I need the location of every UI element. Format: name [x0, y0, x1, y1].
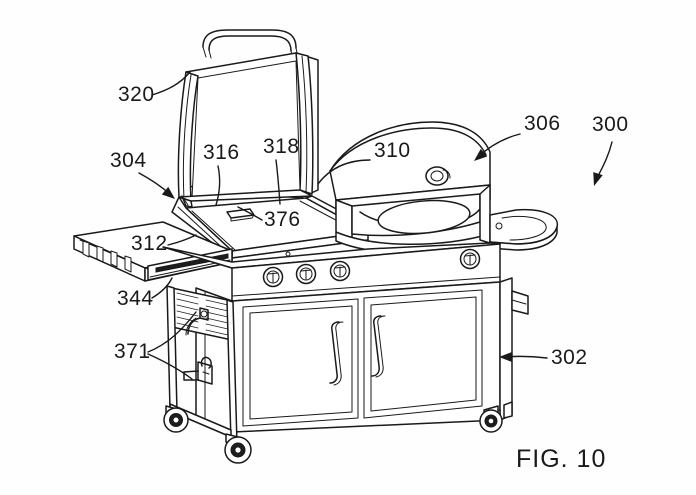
gas-regulator-valve — [185, 307, 209, 336]
pizza-oven-module — [329, 121, 491, 254]
leader-line-310 — [317, 159, 371, 185]
leg-rear-right — [503, 401, 513, 419]
lid-inner-panel — [191, 60, 301, 199]
leader-line-376 — [237, 206, 263, 221]
shelf-tool-hooks — [82, 240, 132, 273]
lower-valve-assembly — [183, 356, 213, 385]
leader-line-344 — [151, 277, 173, 299]
right-cabinet-door[interactable] — [363, 289, 483, 419]
reference-numeral-318: 318 — [263, 135, 300, 158]
reference-numeral-304: 304 — [110, 149, 147, 172]
right-shelf-bolt — [495, 222, 503, 230]
reference-numeral-320: 320 — [118, 83, 155, 106]
griddle-lid-assembly — [177, 29, 319, 208]
oven-vent-port — [425, 166, 451, 186]
left-cabinet-door[interactable] — [242, 298, 359, 427]
caster-rear-left — [163, 405, 189, 433]
reference-numeral-layer: 300 306 310 320 304 316 318 376 312 344 371 302 — [110, 83, 629, 369]
caster-front-left — [224, 433, 252, 464]
reference-numeral-344: 344 — [117, 287, 154, 310]
leader-line-316 — [215, 165, 221, 206]
leader-line-371-b — [147, 353, 193, 380]
right-shelf-edge — [489, 226, 558, 251]
reference-numeral-316: 316 — [203, 141, 240, 164]
leader-arrow-304 — [161, 186, 175, 199]
reference-numeral-302: 302 — [551, 346, 588, 369]
reference-leader-layer — [138, 71, 613, 380]
leader-line-371 — [147, 311, 197, 353]
leader-line-312 — [167, 234, 197, 246]
cabinet-right-face — [499, 277, 513, 421]
reference-numeral-300: 300 — [592, 113, 629, 136]
leader-line-318 — [275, 159, 281, 205]
caster-front-right — [479, 405, 503, 433]
right-side-shelf — [489, 208, 558, 251]
figure-caption: FIG. 10 — [516, 445, 606, 473]
oven-dome-hood — [329, 121, 491, 201]
burner-knob-1[interactable] — [262, 266, 284, 288]
oven-side-knob[interactable] — [459, 248, 481, 270]
leader-line-320 — [151, 71, 191, 96]
louvered-vent-panel — [171, 287, 233, 385]
reference-numeral-306: 306 — [524, 112, 561, 135]
reference-numeral-371: 371 — [114, 340, 151, 363]
left-door-handle[interactable] — [329, 321, 340, 384]
burner-knob-3[interactable] — [329, 260, 351, 282]
lid-right-rail — [295, 52, 314, 195]
leader-arrow-306 — [474, 148, 488, 161]
oven-right-wall — [479, 184, 491, 244]
reference-numeral-312: 312 — [131, 232, 168, 255]
reference-numeral-376: 376 — [264, 208, 301, 231]
vent-louvers — [176, 292, 229, 336]
leader-arrow-300 — [593, 172, 603, 186]
burner-knob-2[interactable] — [295, 263, 317, 285]
pizza-stone — [377, 199, 471, 235]
leader-arrow-302 — [499, 352, 512, 362]
right-door-handle[interactable] — [371, 315, 382, 377]
reference-numeral-310: 310 — [374, 139, 411, 162]
